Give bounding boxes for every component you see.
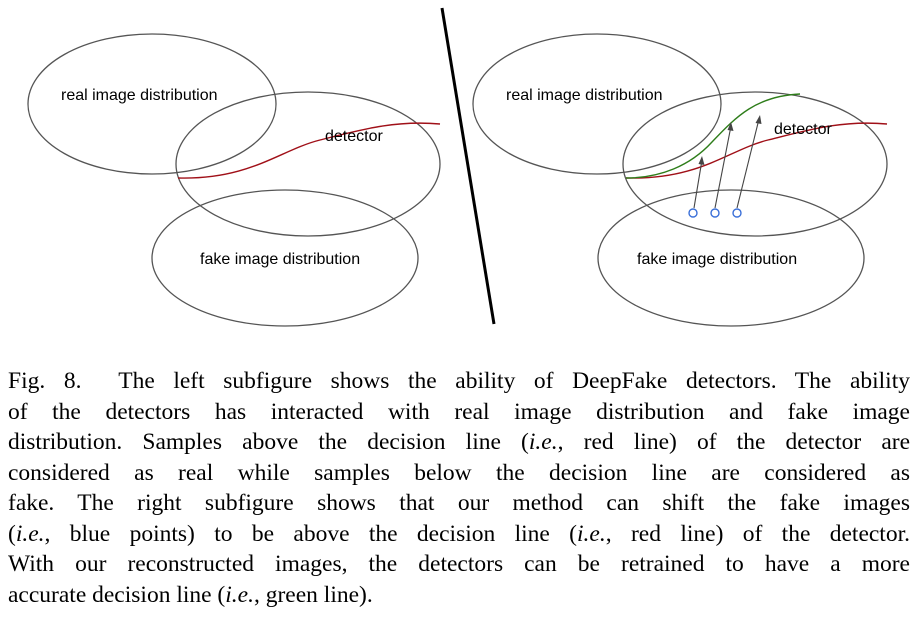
- left-fake-label: fake image distribution: [200, 251, 360, 268]
- fake-points: [688, 208, 742, 218]
- right-fake-distribution-ellipse: [597, 189, 865, 327]
- caption-line-5: fake. The right subfigure shows that our…: [8, 490, 910, 516]
- fake-point-2: [710, 208, 720, 218]
- caption-line-1: Fig. 8. The left subfigure shows the abi…: [8, 368, 910, 394]
- fake-point-3: [732, 208, 742, 218]
- right-real-distribution-ellipse: [472, 33, 722, 175]
- left-real-distribution-ellipse: [27, 33, 277, 175]
- caption-line-3: distribution. Samples above the decision…: [8, 429, 911, 455]
- shift-arrowhead-2: [727, 122, 734, 131]
- subfigure-divider: [440, 7, 496, 325]
- right-retrained-decision-line: [625, 93, 801, 179]
- left-middle-distribution-ellipse: [175, 91, 441, 237]
- left-detector-label: detector: [325, 128, 383, 145]
- caption-line-2: of the detectors has interacted with rea…: [8, 398, 910, 425]
- right-detector-label: detector: [774, 121, 832, 138]
- right-decision-line: [625, 122, 888, 179]
- fake-point-1: [688, 208, 698, 218]
- right-real-label: real image distribution: [506, 87, 663, 104]
- caption-line-6: (i.e., blue points) to be above the deci…: [8, 520, 910, 547]
- right-subfigure: real image distribution detector fake im…: [472, 33, 888, 327]
- caption-line-8: accurate decision line (i.e., green line…: [8, 581, 373, 608]
- right-middle-distribution-ellipse: [622, 91, 888, 237]
- right-fake-label: fake image distribution: [637, 251, 797, 268]
- left-real-label: real image distribution: [61, 87, 218, 104]
- left-fake-distribution-ellipse: [151, 189, 419, 327]
- shift-arrowhead-3: [755, 115, 762, 124]
- shift-arrow-2: [714, 125, 732, 209]
- caption-line-7: With our reconstructed images, the detec…: [8, 551, 910, 577]
- figure-diagram: real image distribution detector fake im…: [27, 7, 888, 327]
- shift-arrow-1: [693, 159, 703, 209]
- left-decision-line: [177, 122, 441, 179]
- shift-arrow-3: [736, 118, 760, 209]
- shift-arrows: [693, 118, 760, 209]
- figure-caption: Fig. 8. The left subfigure shows the abi…: [8, 366, 910, 610]
- shift-arrowhead-1: [698, 156, 705, 165]
- left-subfigure: real image distribution detector fake im…: [27, 33, 441, 327]
- shift-arrowheads: [698, 115, 762, 165]
- caption-line-4: considered as real while samples below t…: [8, 459, 910, 486]
